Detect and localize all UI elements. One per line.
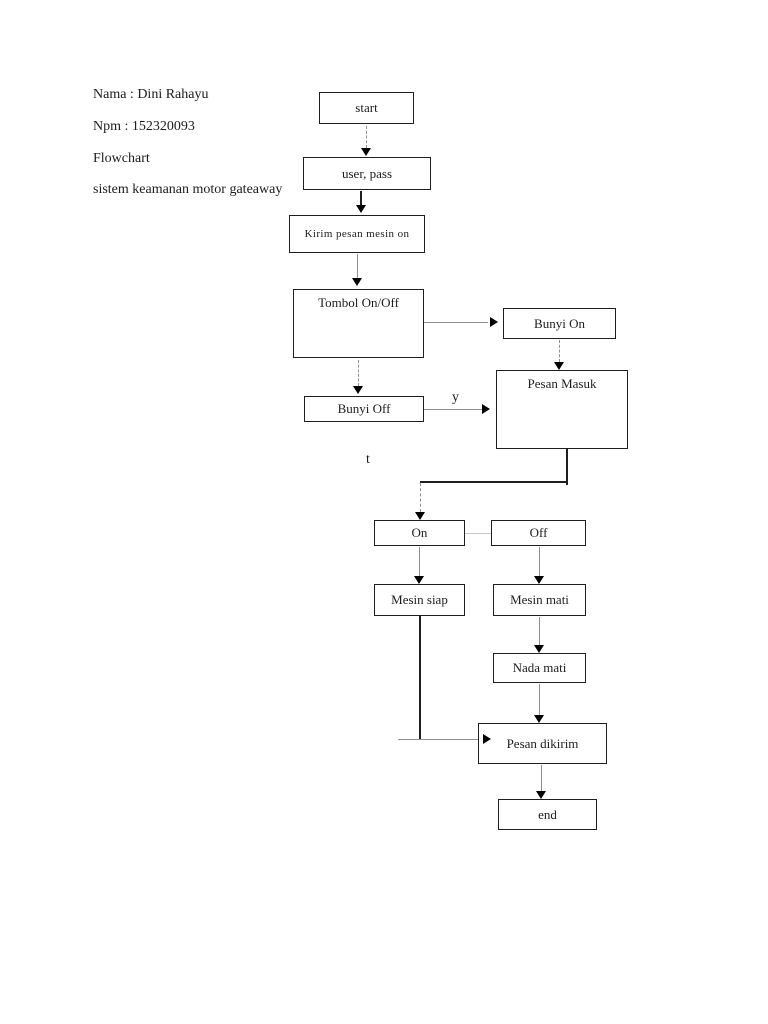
edge-mesinsiap-pesandikirim-arrowhead-icon [483,734,491,744]
node-mesin-siap: Mesin siap [374,584,465,616]
edge-bunyioff-pesanmasuk-arrowhead-icon [482,404,490,414]
edge-pesandikirim-end-line [541,765,542,791]
edge-nadamati-pesandikirim-line [539,684,540,715]
edge-elbow-on-line [420,483,421,512]
edge-kirim-tombol-line [357,254,358,278]
node-bunyi-on: Bunyi On [503,308,616,339]
edge-userpass-kirim-arrowhead-icon [356,205,366,213]
edge-elbow-on-arrowhead-icon [415,512,425,520]
edge-mesinsiap-elbow-vline [419,616,421,740]
edge-bunyion-pesanmasuk-arrowhead-icon [554,362,564,370]
link-on-off-line [465,533,491,534]
edge-pesanmasuk-elbow-vline [566,449,568,485]
node-bunyi-off: Bunyi Off [304,396,424,422]
node-start: start [319,92,414,124]
edge-on-mesinsiap-line [419,547,420,576]
node-end: end [498,799,597,830]
node-off: Off [491,520,586,546]
edge-tombol-bunyioff-arrowhead-icon [353,386,363,394]
header-npm: Npm : 152320093 [93,119,195,134]
node-pesan-dikirim: Pesan dikirim [478,723,607,764]
header-flowchart: Flowchart [93,151,150,166]
edge-tombol-bunyioff-line [358,360,359,386]
edge-kirim-tombol-arrowhead-icon [352,278,362,286]
header-subtitle: sistem keamanan motor gateaway [93,182,283,197]
node-on: On [374,520,465,546]
node-kirim-pesan: Kirim pesan mesin on [289,215,425,253]
edge-pesandikirim-end-arrowhead-icon [536,791,546,799]
edge-mesinsiap-elbow-hline [398,739,478,740]
edge-userpass-kirim-line [360,191,362,205]
node-nada-mati: Nada mati [493,653,586,683]
node-mesin-mati: Mesin mati [493,584,586,616]
edge-bunyion-pesanmasuk-line [559,340,560,362]
edge-label-yes: y [452,390,459,405]
edge-on-mesinsiap-arrowhead-icon [414,576,424,584]
edge-off-mesinmati-line [539,547,540,576]
edge-tombol-bunyion-arrowhead-icon [490,317,498,327]
edge-label-no: t [366,452,370,467]
edge-pesanmasuk-elbow-hline [420,481,568,483]
node-tombol: Tombol On/Off [293,289,424,358]
edge-tombol-bunyion-line [424,322,488,323]
edge-bunyioff-pesanmasuk-line [424,409,483,410]
edge-start-userpass-arrowhead-icon [361,148,371,156]
edge-off-mesinmati-arrowhead-icon [534,576,544,584]
node-pesan-masuk: Pesan Masuk [496,370,628,449]
edge-mesinmati-nadamati-arrowhead-icon [534,645,544,653]
node-user-pass: user, pass [303,157,431,190]
header-nama: Nama : Dini Rahayu [93,87,209,102]
edge-mesinmati-nadamati-line [539,617,540,645]
edge-nadamati-pesandikirim-arrowhead-icon [534,715,544,723]
edge-start-userpass-line [366,126,367,148]
